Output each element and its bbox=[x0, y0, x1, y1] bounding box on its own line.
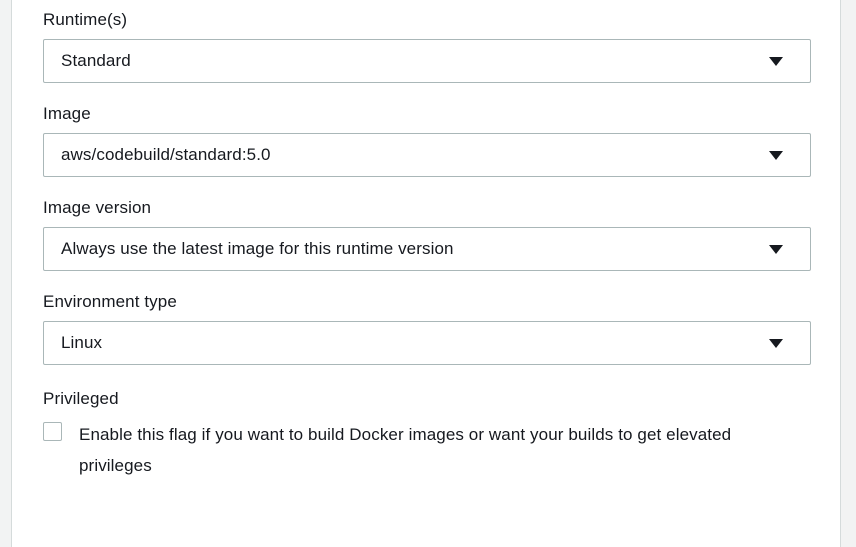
privileged-checkbox-label: Enable this flag if you want to build Do… bbox=[79, 425, 732, 475]
field-label-environment-type: Environment type bbox=[43, 292, 177, 311]
runtime-select[interactable]: Standard bbox=[43, 39, 811, 83]
page-gutter-left bbox=[0, 0, 11, 547]
privileged-checkbox[interactable] bbox=[43, 422, 62, 441]
field-image-version: Image version Always use the latest imag… bbox=[43, 197, 811, 271]
spacer bbox=[43, 177, 811, 197]
environment-settings-panel: Runtime(s) Standard Image aws/codebuild/… bbox=[11, 0, 841, 547]
chevron-down-icon bbox=[769, 339, 783, 348]
spacer bbox=[43, 271, 811, 291]
environment-type-select[interactable]: Linux bbox=[43, 321, 811, 365]
field-image: Image aws/codebuild/standard:5.0 bbox=[43, 103, 811, 177]
chevron-down-icon bbox=[769, 151, 783, 160]
image-version-select[interactable]: Always use the latest image for this run… bbox=[43, 227, 811, 271]
image-version-select-value: Always use the latest image for this run… bbox=[61, 239, 454, 258]
spacer bbox=[43, 83, 811, 103]
runtime-select-value: Standard bbox=[61, 51, 131, 70]
field-privileged: Privileged Enable this flag if you want … bbox=[43, 388, 811, 481]
image-select-value: aws/codebuild/standard:5.0 bbox=[61, 145, 271, 164]
field-label-image-version: Image version bbox=[43, 198, 152, 217]
field-environment-type: Environment type Linux bbox=[43, 291, 811, 365]
field-label-image: Image bbox=[43, 104, 91, 123]
field-label-runtime: Runtime(s) bbox=[43, 10, 128, 29]
chevron-down-icon bbox=[769, 57, 783, 66]
chevron-down-icon bbox=[769, 245, 783, 254]
image-select[interactable]: aws/codebuild/standard:5.0 bbox=[43, 133, 811, 177]
environment-type-select-value: Linux bbox=[61, 333, 103, 352]
page-gutter-right bbox=[841, 0, 856, 547]
privileged-checkbox-row[interactable]: Enable this flag if you want to build Do… bbox=[43, 419, 811, 481]
form-container: Runtime(s) Standard Image aws/codebuild/… bbox=[43, 0, 811, 481]
field-label-privileged: Privileged bbox=[43, 389, 119, 408]
field-runtime: Runtime(s) Standard bbox=[43, 0, 811, 83]
spacer bbox=[43, 365, 811, 388]
